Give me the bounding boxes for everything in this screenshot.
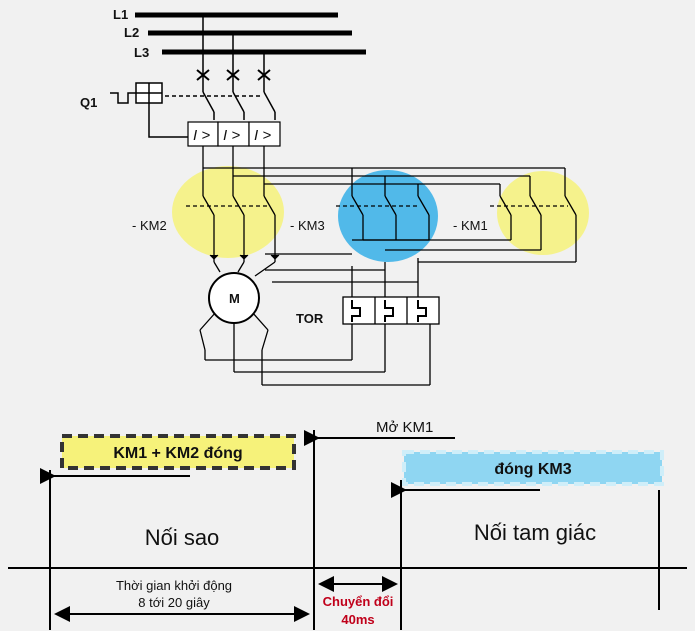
star-phase-label: Nối sao <box>145 525 220 550</box>
open-km1-label: Mở KM1 <box>376 419 433 436</box>
phase-drops <box>165 15 276 120</box>
busbars <box>135 12 366 55</box>
phase-label-l1: L1 <box>113 7 128 22</box>
km2-highlight <box>172 166 284 258</box>
fuse-marks <box>196 69 271 81</box>
contactor-label-km1: - KM1 <box>453 218 488 233</box>
delta-close-label: đóng KM3 <box>494 461 571 478</box>
phase-label-l2: L2 <box>124 25 139 40</box>
switch-time-line1: Chuyển đổi <box>323 594 394 609</box>
circuit-wiring <box>186 146 577 386</box>
overload-label: TOR <box>296 311 324 326</box>
relay-symbol-1: I > <box>193 127 210 144</box>
start-time-line1: Thời gian khởi động <box>116 578 232 593</box>
star-close-label: KM1 + KM2 đóng <box>113 445 242 462</box>
lead-marks <box>209 254 280 260</box>
delta-close-box <box>402 450 664 486</box>
breaker-handle <box>110 82 190 138</box>
contactor-label-km2: - KM2 <box>132 218 167 233</box>
star-close-box <box>60 434 296 470</box>
delta-phase-label: Nối tam giác <box>474 520 596 545</box>
breaker-label: Q1 <box>80 95 97 110</box>
phase-label-l3: L3 <box>134 45 149 60</box>
motor-symbol <box>208 272 260 324</box>
overcurrent-relays <box>187 121 281 147</box>
relay-symbol-3: I > <box>254 127 271 144</box>
start-time-line2: 8 tới 20 giây <box>138 595 210 610</box>
contactor-label-km3: - KM3 <box>290 218 325 233</box>
relay-symbol-2: I > <box>223 127 240 144</box>
timeline <box>8 430 687 630</box>
switch-time-line2: 40ms <box>341 612 374 627</box>
motor-label: M <box>229 291 240 306</box>
overload-relay <box>342 296 440 325</box>
km1-highlight <box>497 171 589 255</box>
